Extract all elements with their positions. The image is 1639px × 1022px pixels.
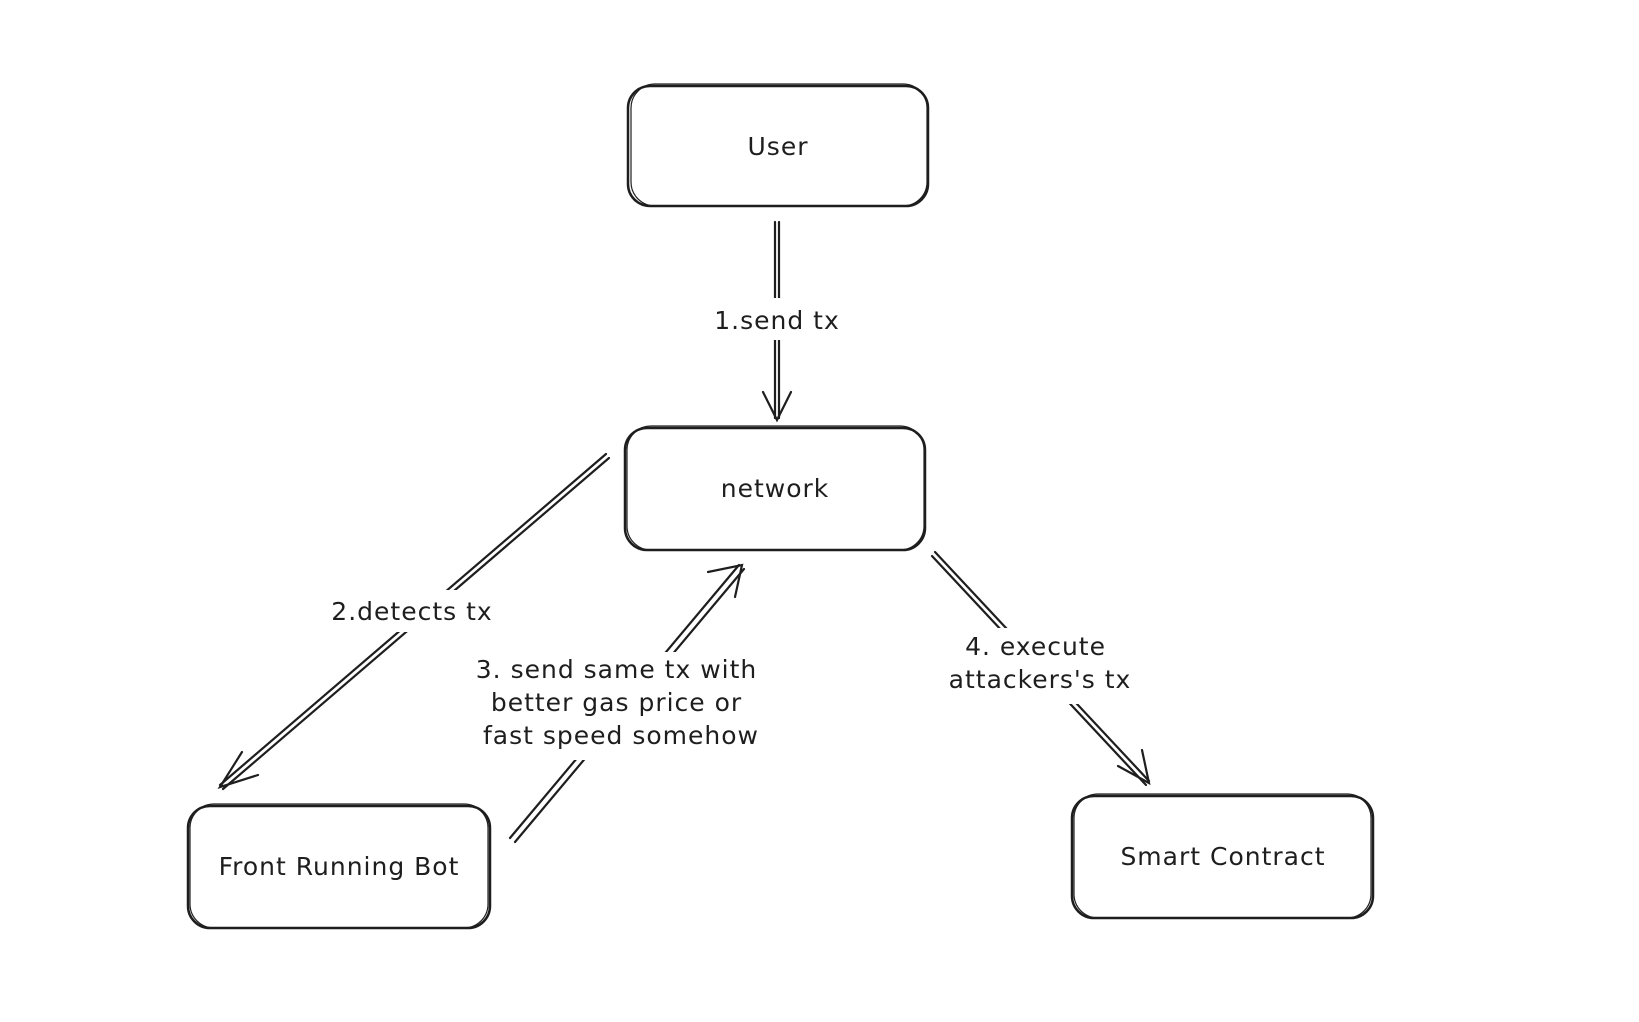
node-smart-contract[interactable]: Smart Contract: [1070, 793, 1375, 920]
node-network[interactable]: network: [623, 425, 927, 552]
edge-label-send-same-tx: 3. send same tx with better gas price or…: [476, 655, 766, 750]
node-front-running-bot[interactable]: Front Running Bot: [186, 803, 492, 930]
edge-label-send-same-tx-line-2: better gas price or: [491, 688, 742, 717]
edge-label-execute-line-1: 4. execute: [965, 632, 1106, 661]
node-label-front-running-bot: Front Running Bot: [219, 852, 460, 881]
node-label-smart-contract: Smart Contract: [1120, 842, 1325, 871]
edge-label-send-same-tx-line-3: fast speed somehow: [483, 721, 759, 750]
edge-execute[interactable]: 4. execute attackers's tx: [930, 550, 1151, 787]
node-label-network: network: [721, 474, 830, 503]
node-user[interactable]: User: [626, 83, 930, 208]
edge-label-send-tx: 1.send tx: [714, 306, 840, 335]
node-label-user: User: [748, 132, 809, 161]
edge-label-send-same-tx-line-1: 3. send same tx with: [476, 655, 757, 684]
edge-detects-tx[interactable]: 2.detects tx: [217, 452, 611, 791]
edge-label-execute-line-2: attackers's tx: [949, 665, 1132, 694]
edge-send-tx[interactable]: 1.send tx: [710, 220, 844, 423]
edge-label-detects-tx: 2.detects tx: [331, 597, 492, 626]
edge-label-execute: 4. execute attackers's tx: [949, 632, 1132, 694]
edge-send-same-tx[interactable]: 3. send same tx with better gas price or…: [470, 563, 772, 844]
